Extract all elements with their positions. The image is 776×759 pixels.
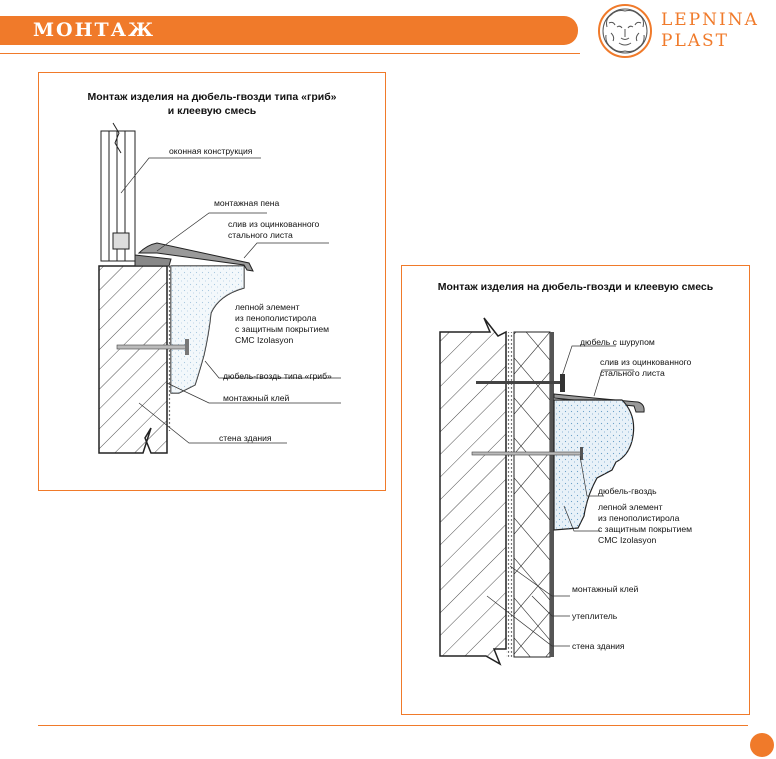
label-drip-line2: стального листа: [228, 230, 293, 240]
diagram-1-drawing: [98, 122, 341, 454]
label-element-line4-2: CMC Izolasyon: [598, 535, 657, 545]
window-frame: [100, 122, 136, 262]
label-element-line4: CMC Izolasyon: [235, 335, 294, 345]
brand-name-line1: LEPNINA: [661, 10, 759, 30]
diagram-1-title-line2: и клеевую смесь: [167, 105, 257, 117]
mushroom-dowel: [116, 339, 189, 355]
label-drip-line1: слив из оцинкованного: [228, 219, 320, 229]
screw-dowel: [476, 374, 565, 392]
diagram-panel-dowel-nails: Монтаж изделия на дюбель-гвозди и клееву…: [401, 265, 750, 715]
building-wall-2: [439, 317, 507, 666]
page-indicator-dot: [750, 733, 774, 757]
diagram-panel-mushroom-dowel: Монтаж изделия на дюбель-гвозди типа «гр…: [38, 72, 386, 491]
diagram-2-drawing: [439, 317, 645, 666]
header-divider: [0, 53, 580, 54]
label-glue-2: монтажный клей: [572, 584, 639, 594]
building-wall: [98, 265, 171, 454]
label-element-line1: лепной элемент: [235, 302, 300, 312]
lion-logo-icon: [598, 4, 652, 58]
drip-sheet-2: [553, 393, 645, 413]
insulation-layer: [513, 331, 551, 658]
label-drip-line1-2: слив из оцинкованного: [600, 357, 692, 367]
mounting-foam: [134, 254, 172, 267]
label-window: оконная конструкция: [169, 146, 253, 156]
label-dowel: дюбель-гвоздь типа «гриб»: [223, 371, 332, 381]
label-drip-line2-2: стального листа: [600, 368, 665, 378]
label-glue: монтажный клей: [223, 393, 290, 403]
glue-layer: [506, 332, 514, 657]
diagram-2-title: Монтаж изделия на дюбель-гвозди и клееву…: [437, 281, 714, 293]
label-element-line2: из пенополистирола: [235, 313, 317, 323]
label-element-line3-2: с защитным покрытием: [598, 524, 693, 534]
drip-sheet: [137, 242, 254, 272]
label-wall: стена здания: [219, 433, 272, 443]
label-insulation: утеплитель: [572, 611, 618, 621]
label-element-line2-2: из пенополистирола: [598, 513, 680, 523]
header-bar: [0, 16, 578, 45]
label-foam: монтажная пена: [214, 198, 280, 208]
label-wall-2: стена здания: [572, 641, 625, 651]
label-dowel-2: дюбель-гвоздь: [598, 486, 657, 496]
page-title: МОНТАЖ: [33, 19, 156, 41]
diagram-1-title-line1: Монтаж изделия на дюбель-гвозди типа «гр…: [87, 91, 337, 103]
brand-name-line2: PLAST: [661, 31, 729, 51]
label-screw-dowel: дюбель с шурупом: [580, 337, 655, 347]
label-element-line3: с защитным покрытием: [235, 324, 330, 334]
footer-divider: [38, 725, 748, 726]
dowel-nail: [471, 447, 583, 460]
label-element-line1-2: лепной элемент: [598, 502, 663, 512]
